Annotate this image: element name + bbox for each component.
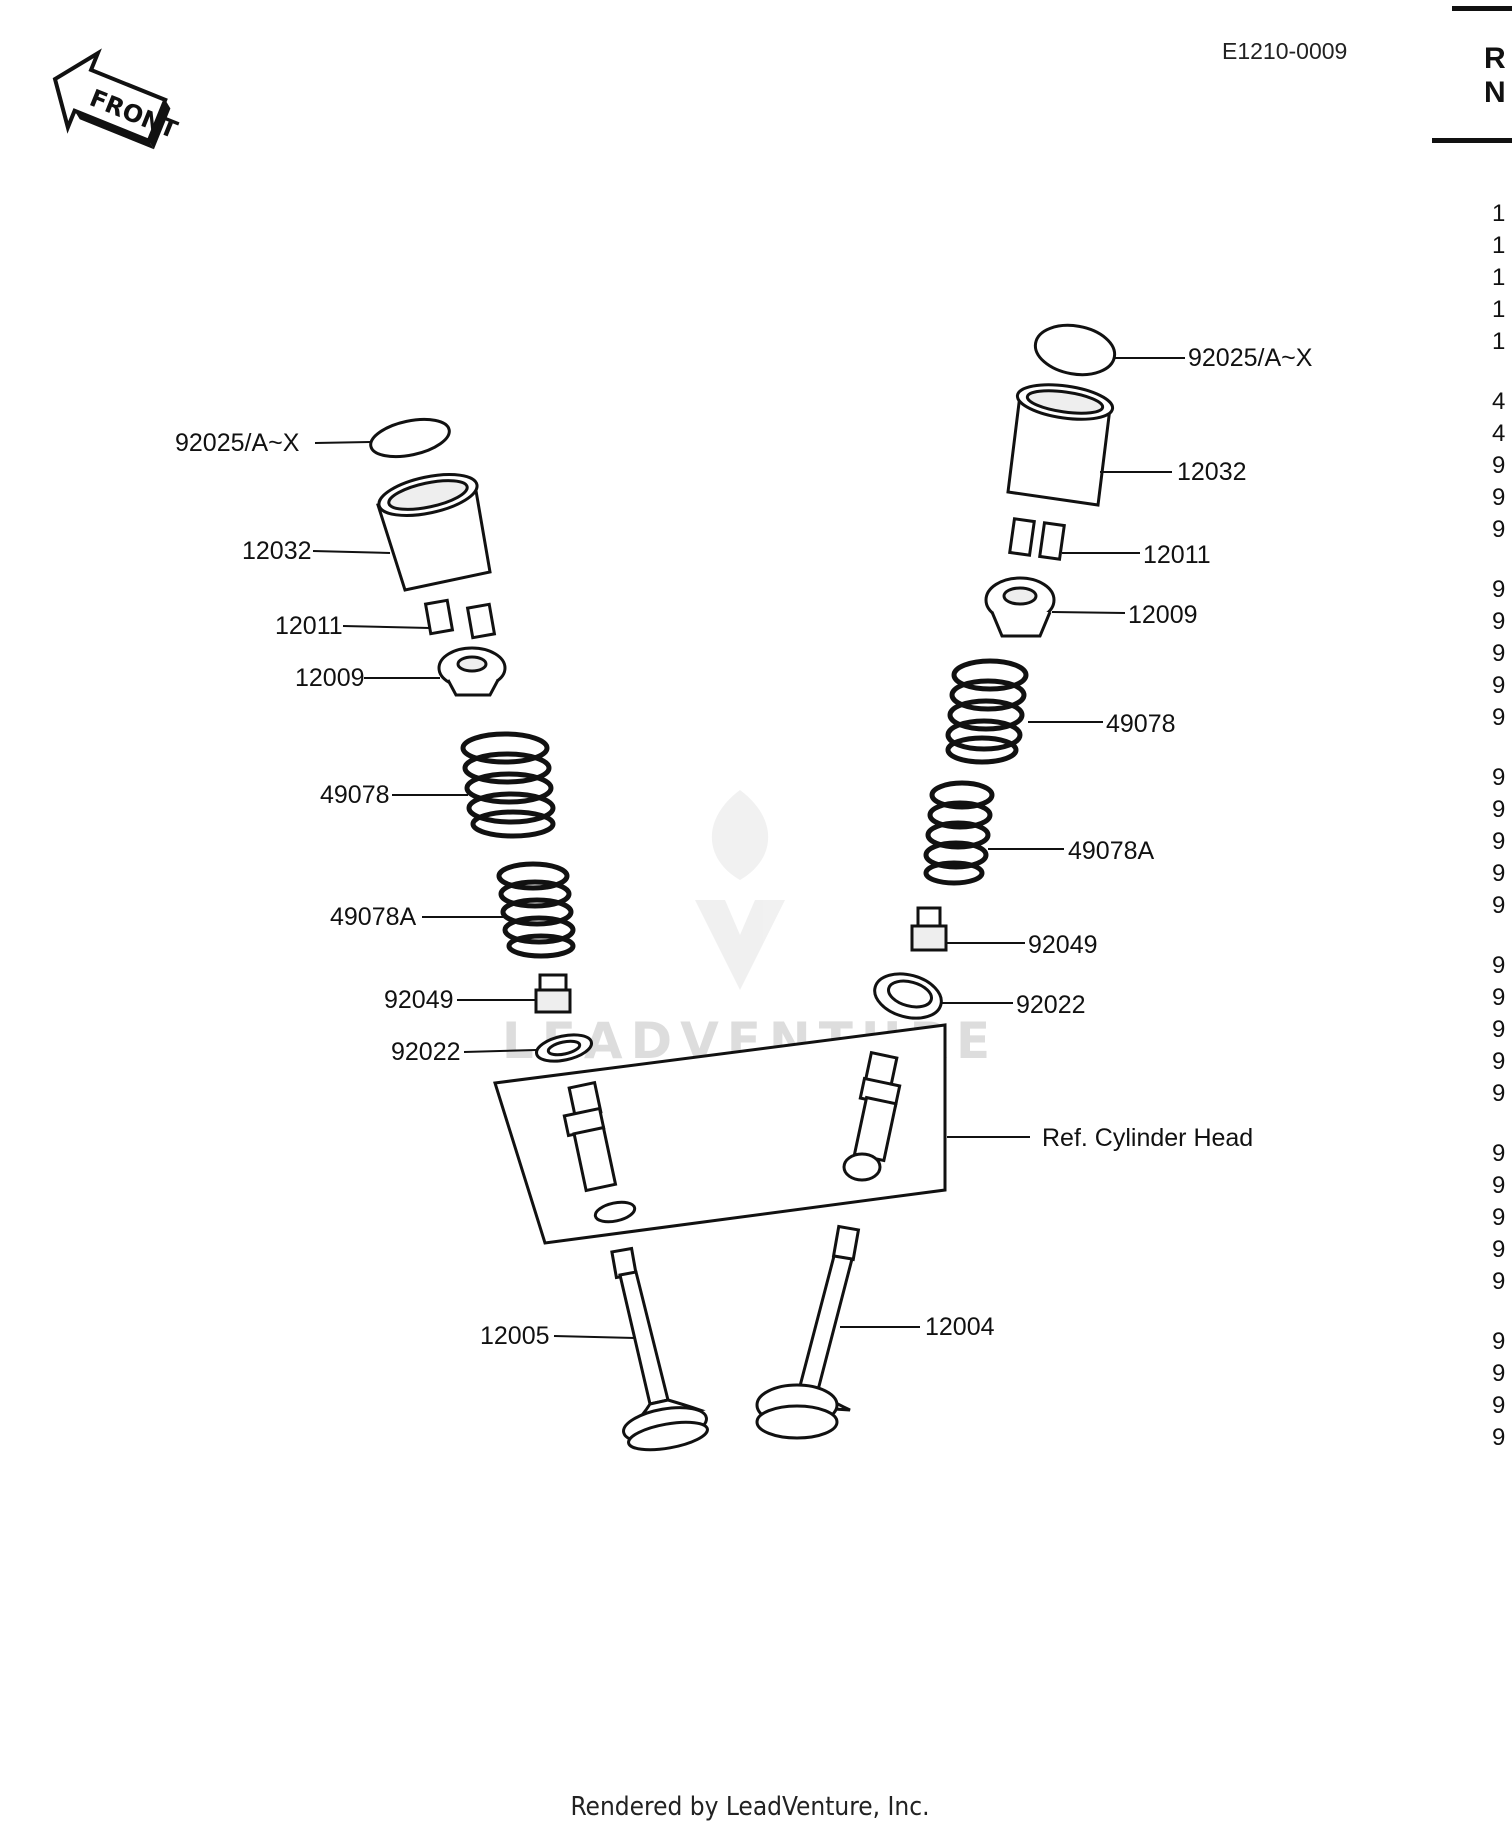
parts-list-ref-number: 9	[1492, 1268, 1506, 1295]
parts-list-ref-number: 9	[1492, 640, 1506, 667]
callout-left-tappet: 12032	[242, 537, 312, 565]
footer-credit: Rendered by LeadVenture, Inc.	[570, 1792, 930, 1822]
parts-list-ref-number: 9	[1492, 484, 1506, 511]
callout-left-washer: 92022	[391, 1038, 461, 1066]
right-keeper	[1008, 517, 1066, 561]
parts-list-ref-number: 9	[1492, 704, 1506, 731]
left-retainer	[437, 646, 507, 697]
parts-list-column: R N 1 1 1 1 1 4 4 9 9 9 9 9 9 9 9 9 9 9 9 9 9 9 9 9 9 9 9 9 9 9 9 9 9 9	[1432, 0, 1512, 1843]
parts-list-ref-number: 1	[1492, 200, 1506, 227]
parts-list-ref-number: 9	[1492, 764, 1506, 791]
parts-list-ref-number: 9	[1492, 1424, 1506, 1451]
callout-right-retainer: 12009	[1128, 601, 1198, 629]
right-inner-spring	[923, 780, 995, 886]
left-inner-spring	[496, 861, 576, 959]
parts-list-ref-number: 9	[1492, 984, 1506, 1011]
parts-list-ref-number: 9	[1492, 452, 1506, 479]
left-spring-seat-washer	[534, 1033, 594, 1063]
callout-right-washer: 92022	[1016, 991, 1086, 1019]
parts-list-ref-number: 9	[1492, 796, 1506, 823]
callout-inlet-valve: 12004	[925, 1313, 995, 1341]
right-outer-spring	[945, 658, 1029, 765]
right-retainer	[984, 576, 1056, 638]
right-valve-guide	[842, 1050, 902, 1182]
parts-list-ref-number: 9	[1492, 860, 1506, 887]
parts-list-ref-number: 9	[1492, 672, 1506, 699]
parts-list-ref-number: 9	[1492, 1328, 1506, 1355]
callout-left-retainer: 12009	[295, 664, 365, 692]
drawing-code: E1210-0009	[1222, 38, 1348, 64]
right-tappet	[1006, 383, 1115, 507]
callout-exhaust-valve: 12005	[480, 1322, 550, 1350]
callout-left-seal: 92049	[384, 986, 454, 1014]
parts-list-ref-number: 9	[1492, 1204, 1506, 1231]
left-valve-seal	[534, 973, 572, 1014]
callout-right-outer-spring: 49078	[1106, 710, 1176, 738]
parts-list-ref-number: 9	[1492, 576, 1506, 603]
parts-list-ref-number: 9	[1492, 1360, 1506, 1387]
reference-cylinder-head: Ref. Cylinder Head	[1042, 1124, 1253, 1152]
callout-left-shim: 92025/A~X	[175, 429, 300, 457]
parts-list-ref-number: 9	[1492, 892, 1506, 919]
right-valve-seal	[910, 906, 948, 952]
parts-list-ref-number: 4	[1492, 388, 1506, 415]
left-shim	[369, 417, 451, 459]
right-shim	[1033, 323, 1117, 377]
cylinder-head-plate	[493, 1023, 947, 1245]
exhaust-valve	[610, 1246, 709, 1452]
watermark-logo-icon	[695, 790, 785, 990]
front-arrow-icon: FRONT	[52, 48, 182, 150]
callout-left-keeper: 12011	[275, 612, 343, 640]
parts-list-ref-number: 9	[1492, 828, 1506, 855]
parts-list-ref-number: 9	[1492, 608, 1506, 635]
parts-list-ref-number: 9	[1492, 1016, 1506, 1043]
parts-list-ref-number: 9	[1492, 1140, 1506, 1167]
parts-list-ref-number: 9	[1492, 952, 1506, 979]
list-header-line-1: R	[1484, 42, 1506, 75]
parts-list-ref-number: 9	[1492, 1080, 1506, 1107]
left-outer-spring	[460, 731, 556, 839]
callout-left-outer-spring: 49078	[320, 781, 390, 809]
callout-right-tappet: 12032	[1177, 458, 1247, 486]
list-header-line-2: N	[1484, 76, 1506, 109]
list-header-rule	[1432, 138, 1512, 143]
inlet-valve	[755, 1224, 861, 1440]
parts-list-ref-number: 1	[1492, 264, 1506, 291]
left-keeper	[423, 598, 497, 640]
parts-list-ref-number: 9	[1492, 1236, 1506, 1263]
parts-list-ref-number: 1	[1492, 296, 1506, 323]
parts-list-ref-number: 1	[1492, 232, 1506, 259]
left-valve-guide	[562, 1080, 637, 1224]
callout-right-shim: 92025/A~X	[1188, 344, 1313, 372]
parts-list-ref-number: 9	[1492, 1048, 1506, 1075]
parts-list-ref-number: 9	[1492, 1172, 1506, 1199]
callout-right-keeper: 12011	[1143, 541, 1211, 569]
list-top-rule	[1452, 6, 1512, 11]
parts-list-ref-number: 4	[1492, 420, 1506, 447]
callout-right-seal: 92049	[1028, 931, 1098, 959]
parts-list-ref-number: 9	[1492, 516, 1506, 543]
right-spring-seat-washer	[873, 972, 943, 1020]
left-tappet	[376, 473, 492, 592]
callout-left-inner-spring: 49078A	[330, 903, 417, 931]
parts-list-ref-number: 9	[1492, 1392, 1506, 1419]
parts-list-ref-number: 1	[1492, 328, 1506, 355]
callout-right-inner-spring: 49078A	[1068, 837, 1155, 865]
